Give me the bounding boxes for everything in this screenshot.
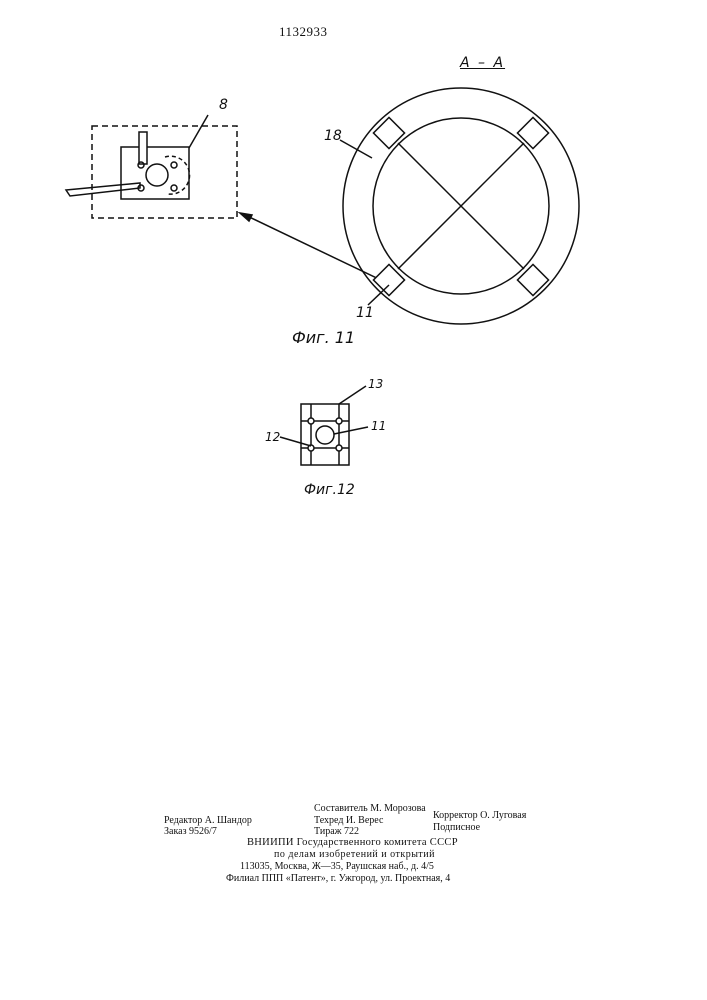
leader-13 [339, 386, 366, 404]
imprint-subscription: Подписное [433, 822, 480, 833]
fig12-hole [316, 426, 334, 444]
imprint-branch: Филиал ППП «Патент», г. Ужгород, ул. Про… [226, 873, 450, 884]
imprint-editor: Редактор А. Шандор [164, 815, 252, 826]
callout-18: 18 [324, 128, 342, 144]
leader-11 [368, 285, 389, 305]
detail-shaft [66, 183, 140, 196]
callout-11: 11 [356, 305, 374, 321]
fig11-caption: Фиг. 11 [292, 328, 355, 347]
detail-post [139, 132, 147, 164]
fig12-frame [301, 404, 349, 465]
detail-frame [92, 126, 237, 218]
leader-18 [340, 140, 372, 158]
leader-12 [280, 437, 311, 446]
callout-11-fig12: 11 [371, 419, 386, 433]
imprint-org-line2: по делам изобретений и открытий [274, 849, 435, 860]
detail-hole [146, 164, 168, 186]
detail-arrowhead [240, 213, 252, 221]
imprint-address: 113035, Москва, Ж—35, Раушская наб., д. … [240, 861, 434, 872]
imprint-tech-editor: Техред И. Верес [314, 815, 383, 826]
imprint-org-line1: ВНИИПИ Государственного комитета СССР [247, 837, 458, 848]
callout-8: 8 [219, 97, 228, 113]
leader-8 [189, 115, 208, 148]
imprint-compiler: Составитель М. Морозова [314, 803, 426, 814]
fig12-caption: Фиг.12 [304, 482, 355, 498]
imprint-circulation: Тираж 722 [314, 826, 359, 837]
detail-block [121, 147, 189, 199]
callout-12: 12 [265, 430, 280, 444]
callout-13: 13 [368, 377, 383, 391]
imprint-order: Заказ 9526/7 [164, 826, 217, 837]
imprint-proofreader: Корректор О. Луговая [433, 810, 526, 821]
